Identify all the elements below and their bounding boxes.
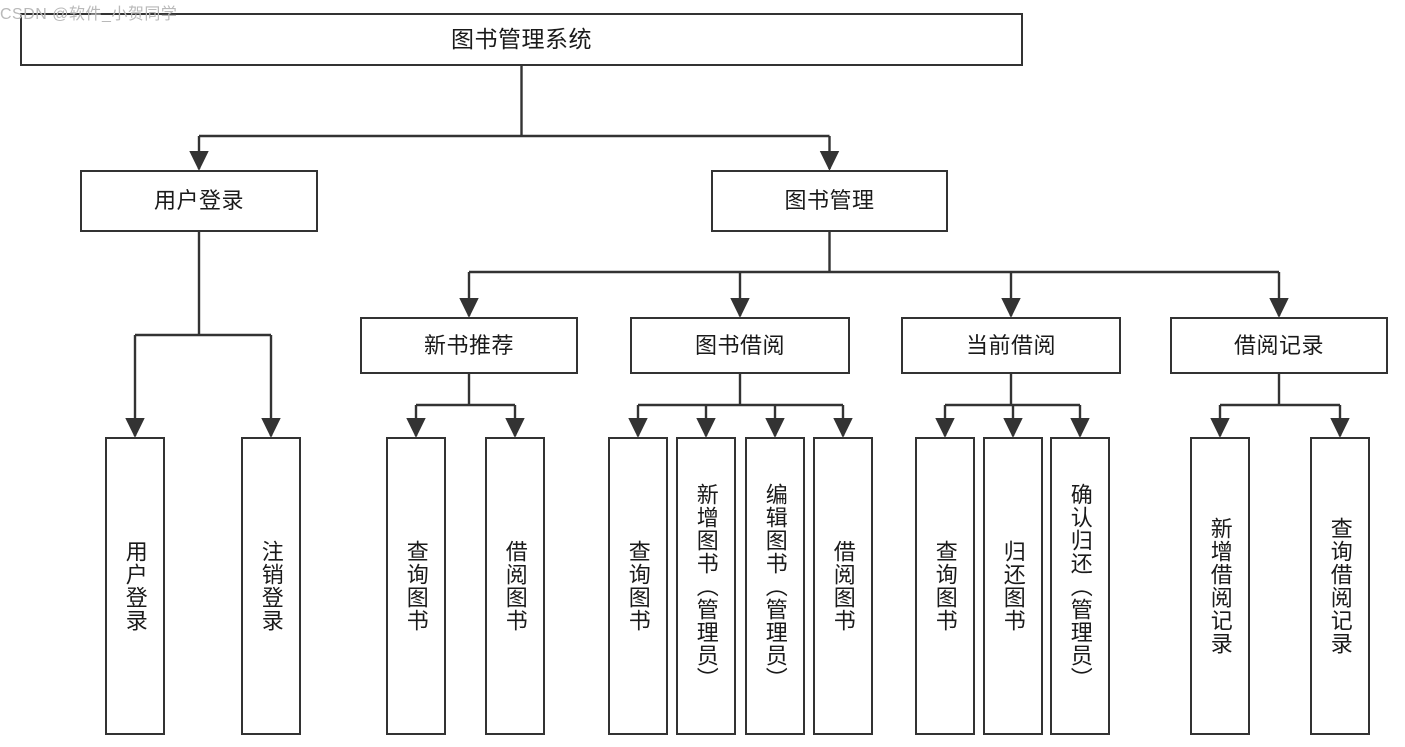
node-label: 用户登录 xyxy=(153,188,244,214)
node-label: 确认归还（管理员） xyxy=(1067,482,1093,690)
node-label: 图书借阅 xyxy=(694,332,785,358)
node-user-login[interactable]: 用户登录 xyxy=(80,170,318,232)
node-label: 借阅记录 xyxy=(1233,332,1324,358)
node-leaf-confirm-return[interactable]: 确认归还（管理员） xyxy=(1050,437,1110,735)
node-label: 当前借阅 xyxy=(965,332,1056,358)
node-root[interactable]: 图书管理系统 xyxy=(20,13,1023,66)
node-label: 用户登录 xyxy=(122,540,148,632)
node-label: 新增借阅记录 xyxy=(1207,517,1233,655)
node-leaf-edit-book[interactable]: 编辑图书（管理员） xyxy=(745,437,805,735)
node-leaf-query-record[interactable]: 查询借阅记录 xyxy=(1310,437,1370,735)
csdn-watermark: CSDN @软件_小贺同学 xyxy=(0,6,178,23)
node-label: 查询图书 xyxy=(403,540,429,632)
node-label: 新增图书（管理员） xyxy=(693,482,719,690)
node-leaf-query-book-2[interactable]: 查询图书 xyxy=(608,437,668,735)
node-leaf-return-book[interactable]: 归还图书 xyxy=(983,437,1043,735)
node-label: 查询借阅记录 xyxy=(1327,517,1353,655)
node-leaf-user-login[interactable]: 用户登录 xyxy=(105,437,165,735)
node-current-borrow[interactable]: 当前借阅 xyxy=(901,317,1121,374)
node-label: 借阅图书 xyxy=(502,540,528,632)
node-label: 图书管理 xyxy=(784,188,875,214)
node-leaf-query-book-3[interactable]: 查询图书 xyxy=(915,437,975,735)
node-label: 新书推荐 xyxy=(423,332,514,358)
node-label: 归还图书 xyxy=(1000,540,1026,632)
node-borrow-record[interactable]: 借阅记录 xyxy=(1170,317,1388,374)
node-label: 注销登录 xyxy=(258,540,284,632)
node-leaf-add-book[interactable]: 新增图书（管理员） xyxy=(676,437,736,735)
node-leaf-borrow-book-2[interactable]: 借阅图书 xyxy=(813,437,873,735)
node-label: 查询图书 xyxy=(625,540,651,632)
node-new-book-recommend[interactable]: 新书推荐 xyxy=(360,317,578,374)
node-leaf-logout[interactable]: 注销登录 xyxy=(241,437,301,735)
node-leaf-borrow-book-1[interactable]: 借阅图书 xyxy=(485,437,545,735)
connector-paths xyxy=(125,66,1350,438)
node-book-manage[interactable]: 图书管理 xyxy=(711,170,948,232)
node-label: 编辑图书（管理员） xyxy=(762,482,788,690)
node-label: 查询图书 xyxy=(932,540,958,632)
node-label: 借阅图书 xyxy=(830,540,856,632)
node-leaf-add-record[interactable]: 新增借阅记录 xyxy=(1190,437,1250,735)
node-label: 图书管理系统 xyxy=(451,25,592,52)
node-leaf-query-book-1[interactable]: 查询图书 xyxy=(386,437,446,735)
node-book-borrow[interactable]: 图书借阅 xyxy=(630,317,850,374)
